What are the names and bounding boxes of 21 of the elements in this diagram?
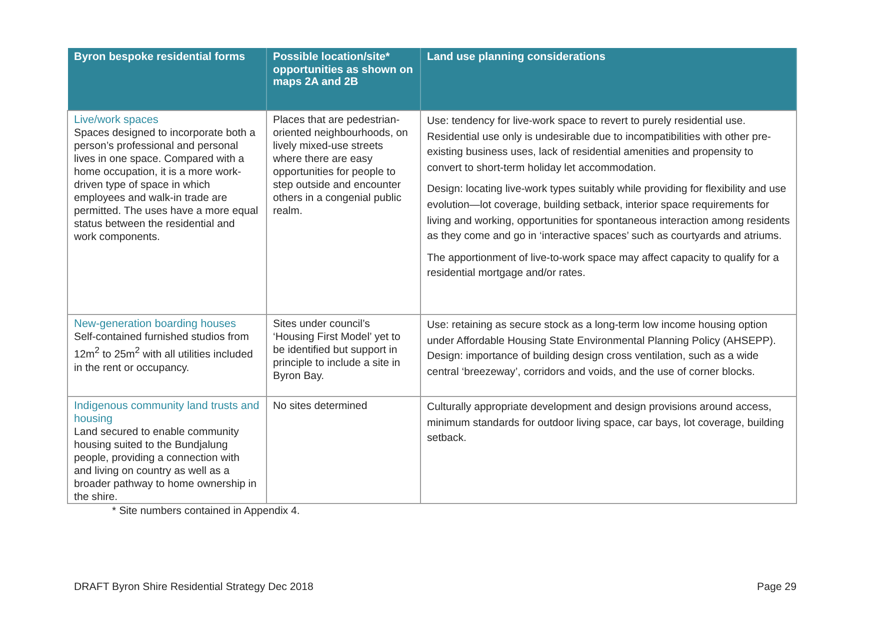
cell-text: Use: retaining as secure stock as a long-term low income housing option under Affordable Housing State Environmental Planning Policy (AHSEPP). [427,318,778,349]
column-header: Land use planning considerations [427,51,606,64]
cell-text: The apportionment of live-to-work space may affect capacity to qualify for a residential mortgage and/or rates. [427,250,780,282]
row-heading: New-generation boarding houses [74,318,238,331]
row-heading: Indigenous community land trusts and housing [74,400,260,426]
cell-text: Sites under council’s ‘Housing First Model’ yet to be identified but support in principle to include a site in Byron Bay. [273,318,402,383]
column-header: Possible location/site* opportunities as shown on maps 2A and 2B [273,51,414,88]
footer-text: DRAFT Byron Shire Residential Strategy Dec 2018 [74,581,314,593]
row-heading: Live/work spaces [74,114,160,127]
cell-text: Culturally appropriate development and design provisions around access, minimum standards for outdoor living space, car bays, lot coverage, building setback. [427,400,785,446]
cell-text: Spaces designed to incorporate both a person’s professional and personal lives in one space. Compared with a home occupation, it is a more work-driven type of space in which employees and walk-in trade are permitted. The uses have a more equal status between the residential and work components. [74,127,260,244]
cell-text: Land secured to enable community housing suited to the Bundjalung people, providing a connection with and living on country as well as a broader pathway to home ownership in the shire. [74,426,258,504]
cell-text: No sites determined [273,400,368,413]
cell-text: Design: importance of building design cross ventilation, such as a wide central ‘breezeway’, corridors and voids, and the use of corner blocks. [427,349,760,380]
column-header: Byron bespoke residential forms [74,51,246,64]
footnote: * Site numbers contained in Appendix 4. [112,505,300,517]
cell-text: Places that are pedestrian-oriented neighbourhoods, on lively mixed-use streets where there are easy opportunities for people to step outside and encounter others in a congenial public realm. [273,114,409,218]
page-number: Page 29 [757,581,796,593]
cell-text: Self-contained furnished studios from 12m$^{2}$ to 25m$^{2}$ with all utilities included in the rent or occupancy. [74,331,254,375]
cell-text: Design: locating live-work types suitably while providing for flexibility and use evolution—lot coverage, building setback, interior space requirements for living and working, opportunities for spontaneous interaction among residents as they come and go in ‘interactive spaces’ such as courtyards and atriums. [427,182,790,244]
cell-text: Use: tendency for live-work space to revert to purely residential use. Residential use only is undesirable due to incompatibilities with other pre-existing business uses, lack of residential amenities and propensity to convert to short-term holiday let accommodation. [427,114,772,176]
